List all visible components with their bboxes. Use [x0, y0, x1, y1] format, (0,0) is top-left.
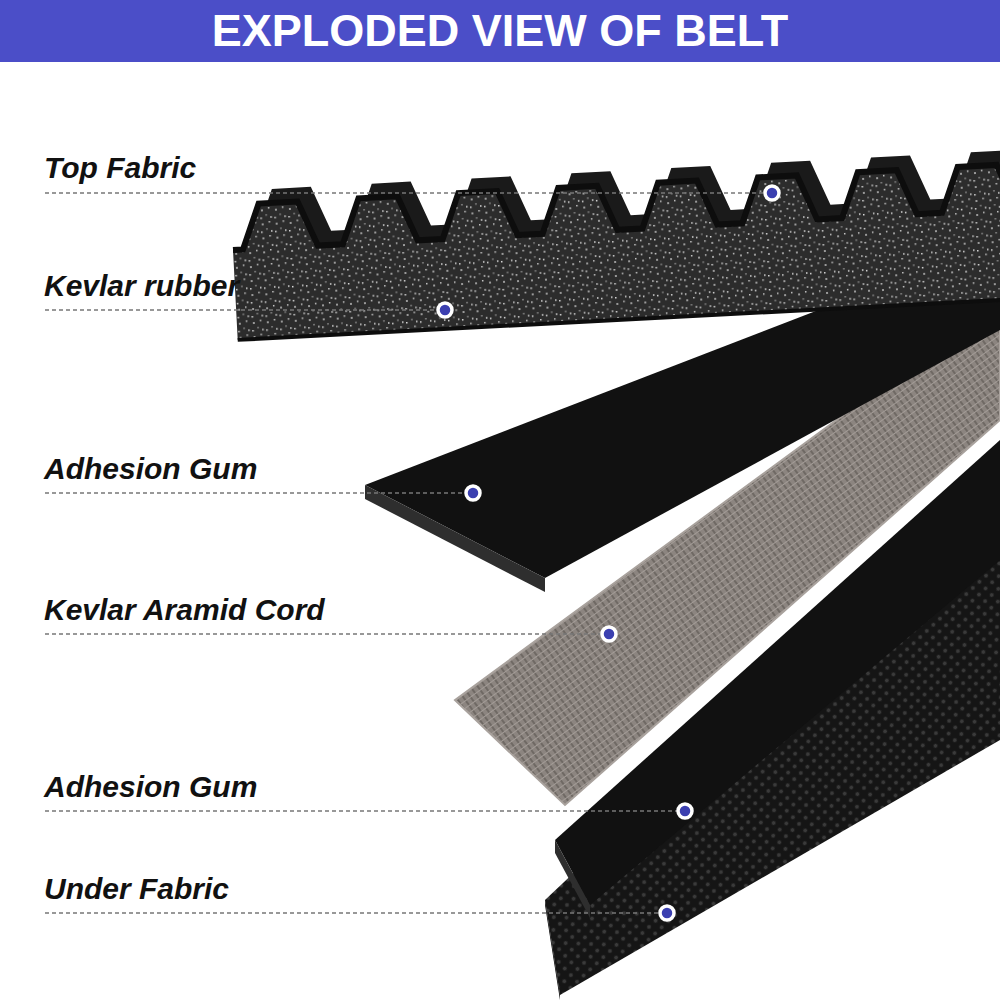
part-label: Adhesion Gum [44, 451, 257, 487]
callout-dots [438, 186, 779, 920]
toothed-rubber-strip [230, 147, 1000, 342]
leader-lines [45, 193, 772, 913]
part-label: Under Fabric [44, 871, 229, 907]
diagram-title: EXPLODED VIEW OF BELT [0, 0, 1000, 62]
title-band [0, 0, 1000, 62]
part-label: Kevlar rubber [44, 268, 239, 304]
part-label: Top Fabric [44, 150, 196, 186]
part-label: Adhesion Gum [44, 769, 257, 805]
part-label: Kevlar Aramid Cord [44, 592, 325, 628]
